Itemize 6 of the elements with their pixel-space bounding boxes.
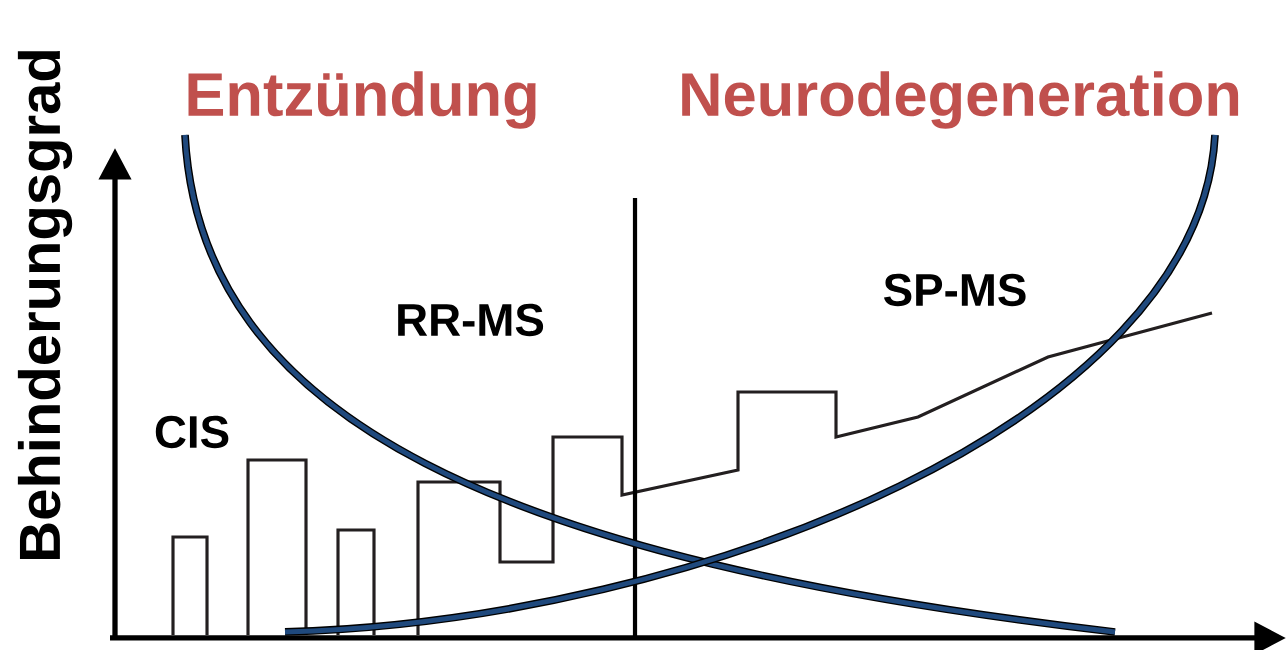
stage-label: CIS xyxy=(155,415,229,449)
stage-label: SP-MS xyxy=(884,273,1026,307)
phase-label: Entzündung xyxy=(188,71,536,129)
axis-label: Behinderungsgrad xyxy=(17,51,73,559)
phase-label: Neurodegeneration xyxy=(682,71,1239,129)
stage-label: RR-MS xyxy=(398,303,544,337)
